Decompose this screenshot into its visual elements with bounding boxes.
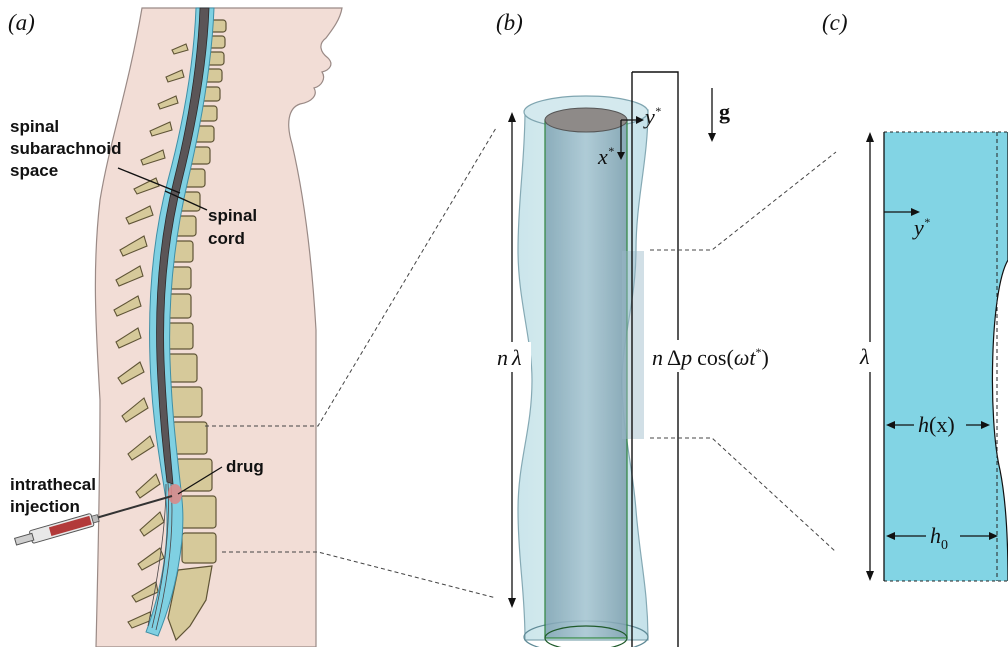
y-star: * [655, 104, 661, 118]
syringe-tip [92, 515, 100, 523]
subarachnoid-line1: spinal [10, 117, 59, 136]
panel-b-label: (b) [496, 10, 523, 35]
fluid-domain [884, 132, 1008, 581]
gravity-arrow-head [708, 133, 716, 142]
h0-h: h [930, 523, 941, 548]
injection-line2: injection [10, 497, 80, 516]
zoom-region [622, 251, 644, 439]
injection-line1: intrathecal [10, 475, 96, 494]
lambda-arrow-bottom [866, 571, 874, 581]
inner-cylinder-top [545, 108, 627, 132]
subarachnoid-line3: space [10, 161, 58, 180]
n-lambda-arrow-bottom [508, 598, 516, 608]
hx-h: h [918, 412, 929, 437]
subarachnoid-line2: subarachnoid [10, 139, 121, 158]
n-lambda-arrow-top [508, 112, 516, 122]
panel-a-label: (a) [8, 10, 35, 35]
inner-cylinder [545, 120, 627, 638]
panel-c-label: (c) [822, 10, 848, 35]
lambda-arrow-top [866, 132, 874, 142]
panel-c: (c) λ y* h(x) h0 [822, 10, 1008, 581]
lambda-label: λ [859, 344, 870, 369]
h0-sub: 0 [941, 538, 948, 553]
p-cos: cos( [697, 345, 734, 370]
n-symbol: n [497, 345, 508, 370]
c-y-letter: y [912, 215, 924, 240]
drug-bolus [168, 484, 182, 504]
vertebra [172, 422, 207, 454]
gravity-label: g [719, 99, 730, 124]
y-star-label: y* [643, 104, 661, 129]
vertebra [182, 533, 216, 563]
panel-a: (a) [8, 8, 496, 647]
syringe-plunger [15, 533, 34, 545]
body-silhouette [95, 8, 342, 647]
p-p: p [679, 345, 692, 370]
y-letter: y [643, 104, 655, 129]
cord-line1: spinal [208, 206, 257, 225]
vertebra [176, 459, 212, 491]
x-letter: x [597, 144, 608, 169]
p-delta: Δ [667, 345, 681, 370]
lambda-symbol: λ [511, 345, 522, 370]
cord-line2: cord [208, 229, 245, 248]
injection-label: intrathecal injection [10, 475, 101, 516]
hx-label: h(x) [918, 412, 955, 437]
p-omega: ω [734, 345, 750, 370]
c-y-star: * [924, 215, 930, 229]
p-n: n [652, 345, 663, 370]
drug-label: drug [226, 457, 264, 476]
hx-arg: (x) [929, 412, 955, 437]
x-star: * [608, 144, 614, 158]
p-close: ) [761, 345, 768, 370]
vertebra [180, 496, 216, 528]
